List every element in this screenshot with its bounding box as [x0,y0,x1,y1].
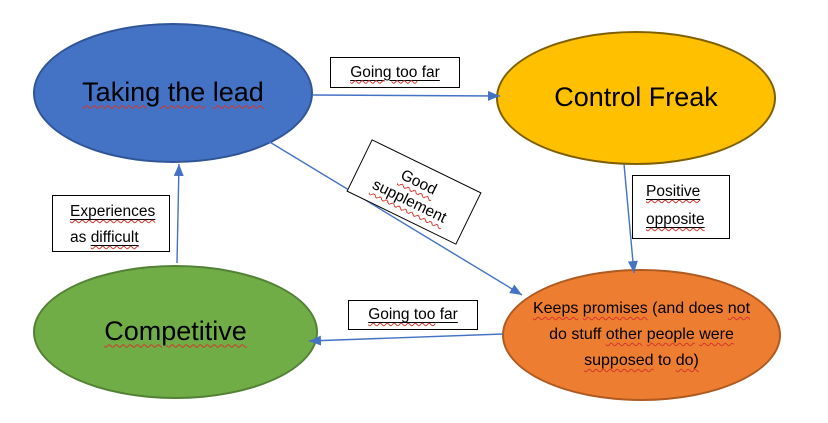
arrow-keepspromises-to-competitive[interactable] [308,333,504,346]
label-going-too-far-top-text: Going too far [350,63,440,81]
node-taking-the-lead[interactable]: Taking the lead [33,23,313,163]
arrow-competitive-to-lead[interactable] [173,163,184,264]
label-positive-opposite[interactable]: Positive opposite [632,175,730,239]
keeps-promises-line2: do stuff other people were [549,326,734,343]
node-keeps-promises-label: Keeps promises (and does not do stuff ot… [514,296,770,374]
label-going-too-far-bottom-text: Going too far [368,306,458,323]
label-positive-line2: opposite [646,211,705,228]
label-experiences-as-difficult[interactable]: Experiences as difficult [52,195,170,252]
label-going-too-far-bottom[interactable]: Going too far [348,300,478,330]
node-taking-the-lead-label: Taking the lead [82,77,264,108]
label-experiences-line1: Experiences [70,203,156,220]
node-competitive-label: Competitive [104,316,247,347]
arrow-lead-to-controlfreak[interactable] [312,90,501,101]
label-good-supplement[interactable]: Good supplement [346,139,482,245]
keeps-promises-line3: supposed to do) [584,352,699,369]
label-going-too-far-top[interactable]: Going too far [330,57,460,88]
node-competitive[interactable]: Competitive [33,265,318,399]
node-control-freak-label: Control Freak [554,82,718,113]
label-experiences-line2: as difficult [70,229,139,246]
label-good-supplement-text: Good supplement [369,166,450,227]
keeps-promises-line1: Keeps promises (and does not [532,300,751,317]
label-positive-line1: Positive [646,183,701,200]
node-keeps-promises[interactable]: Keeps promises (and does not do stuff ot… [502,269,781,401]
node-control-freak[interactable]: Control Freak [496,31,776,165]
